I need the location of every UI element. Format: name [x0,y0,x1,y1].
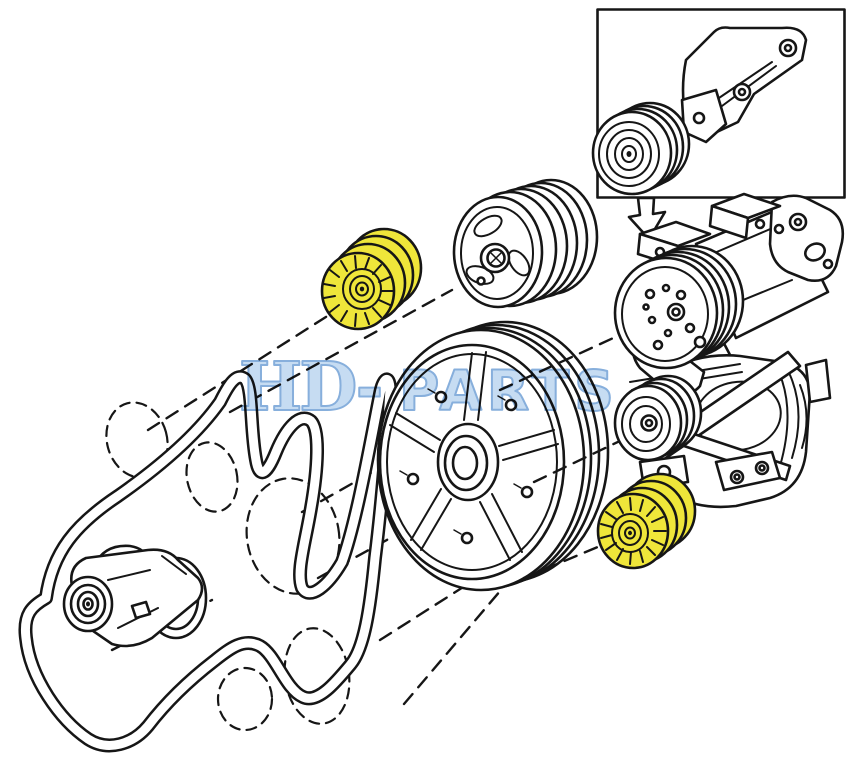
ac-compressor [613,192,845,370]
clutch-face-outer [613,256,719,370]
clutch-face-holes [642,283,707,351]
water-pump-pulley [452,178,599,309]
ghost-pulley-2 [185,441,239,513]
align-line-belt-to-crank-1 [378,582,470,642]
pump-bolt-cross [490,252,502,264]
align-line-crank-to-lower-idler [522,544,602,580]
idler-pulley-upper [320,227,423,331]
compressor-rear-head [768,194,845,282]
lower-idler-ribs [600,497,667,565]
ghost-pulley-3 [245,477,341,595]
crank-studs [399,388,534,545]
align-line-ghost-to-water-pump [228,288,454,414]
clutch-face-inner [621,266,709,362]
align-line-crank-to-compressor [498,332,624,392]
belt-face [20,372,395,750]
line-art: HD- PARTS [18,8,846,753]
pump-cutout-2 [507,249,531,277]
tensioner-drive-socket [130,600,152,620]
inset-tensioner-assembly [591,8,846,199]
alternator-pulley [613,374,703,462]
crank-spokes [389,351,559,561]
watermark: HD- PARTS [238,346,619,427]
align-line-belt-to-crank-2 [402,568,520,706]
watermark-prefix: HD- [239,347,381,426]
upper-idler-ribs [323,255,394,327]
down-arrow [627,196,667,241]
compressor-alternator-assembly [613,192,845,509]
ghost-pulley-4 [216,666,274,732]
serpentine-belt [18,370,397,753]
crankshaft-pulley [376,320,610,592]
alignment-lines-front [498,332,624,580]
pump-cutout-1 [473,214,503,238]
ghost-pulley-1 [105,401,169,479]
align-line-crank-to-alternator [532,438,624,484]
alternator-rear-bracket [804,358,832,404]
watermark-suffix: PARTS [399,359,619,423]
belt-tensioner [62,544,208,648]
idler-pulley-lower [596,472,697,570]
align-line-ghost-to-upper-idler [146,306,342,432]
